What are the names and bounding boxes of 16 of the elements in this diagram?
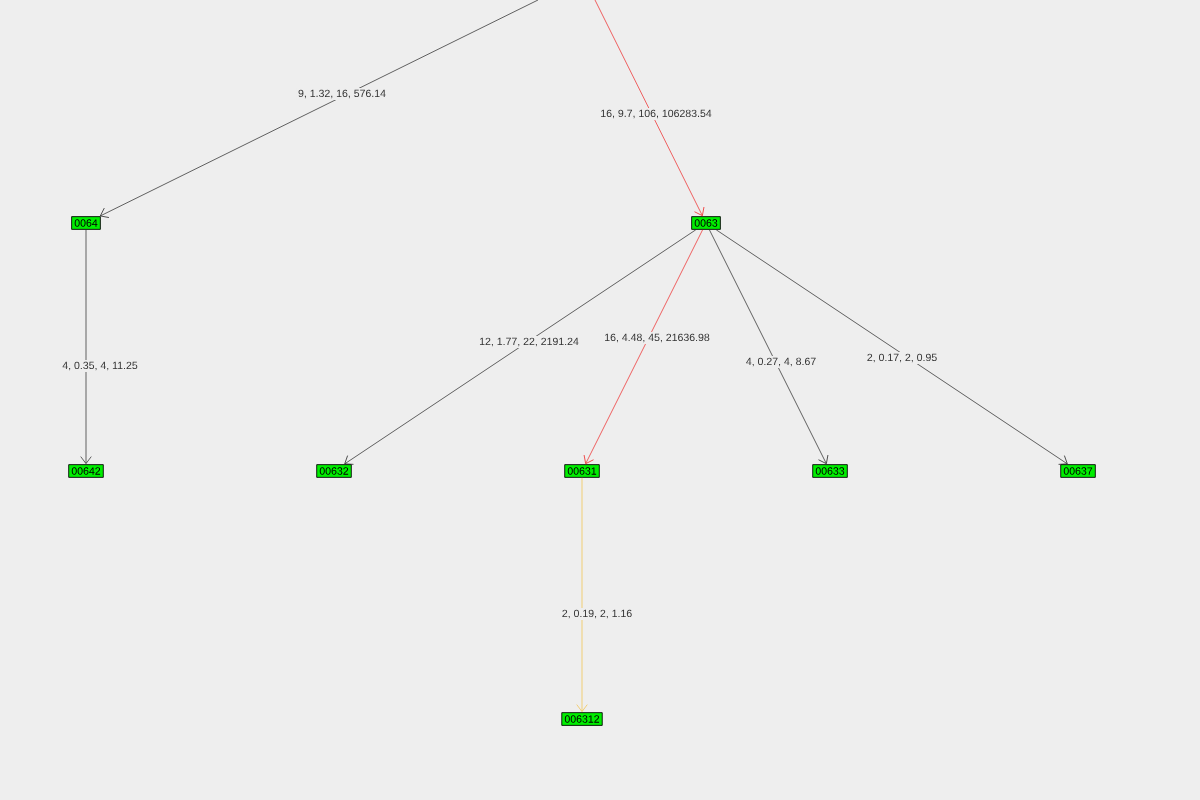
arrow (709, 229, 829, 465)
node-box: 0064 (71, 216, 101, 230)
arrow (99, 0, 539, 218)
node-box: 00631 (564, 464, 600, 478)
arrow (583, 229, 703, 465)
node-box: 00642 (68, 464, 104, 478)
node-box: 006312 (561, 712, 603, 726)
node-box: 00637 (1060, 464, 1096, 478)
arrow (80, 229, 92, 464)
arrow (715, 229, 1068, 465)
arrow (344, 229, 697, 465)
arrow (594, 0, 705, 216)
node-box: 00633 (812, 464, 848, 478)
node-box: 0063 (691, 216, 721, 230)
node-box: 00632 (316, 464, 352, 478)
arrow (576, 477, 588, 712)
